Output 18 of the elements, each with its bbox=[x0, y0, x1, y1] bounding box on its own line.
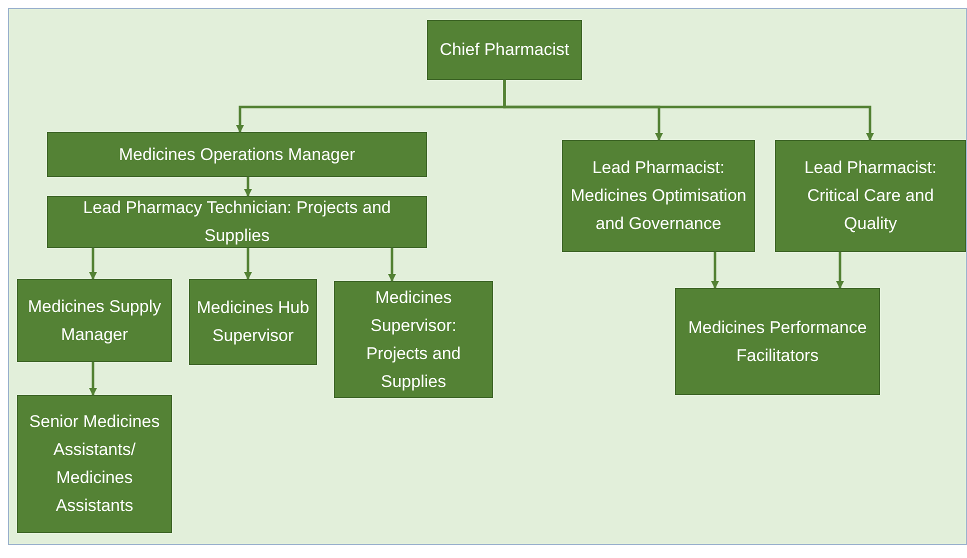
role-box: Medicines Hub Supervisor bbox=[189, 279, 317, 365]
role-box: Medicines Supervisor: Projects and Supplies bbox=[334, 281, 493, 398]
connector-arrow bbox=[244, 248, 252, 280]
role-box: Medicines Performance Facilitators bbox=[675, 288, 880, 395]
role-box: Chief Pharmacist bbox=[427, 20, 582, 80]
connector-arrow bbox=[388, 248, 396, 282]
connector-arrow bbox=[836, 252, 844, 289]
role-box: Lead Pharmacist: Critical Care and Quality bbox=[775, 140, 966, 252]
connector-arrow bbox=[89, 362, 97, 396]
connector-arrow bbox=[244, 177, 252, 197]
role-box: Medicines Supply Manager bbox=[17, 279, 172, 362]
connector-arrow bbox=[89, 248, 97, 280]
connector-arrow bbox=[711, 252, 719, 289]
role-box: Lead Pharmacy Technician: Projects and Supplies bbox=[47, 196, 427, 248]
role-box: Lead Pharmacist: Medicines Optimisation and Governance bbox=[562, 140, 755, 252]
role-box: Medicines Operations Manager bbox=[47, 132, 427, 177]
role-box: Senior Medicines Assistants/ Medicines Assistants bbox=[17, 395, 172, 533]
connector-arrow bbox=[503, 80, 874, 141]
